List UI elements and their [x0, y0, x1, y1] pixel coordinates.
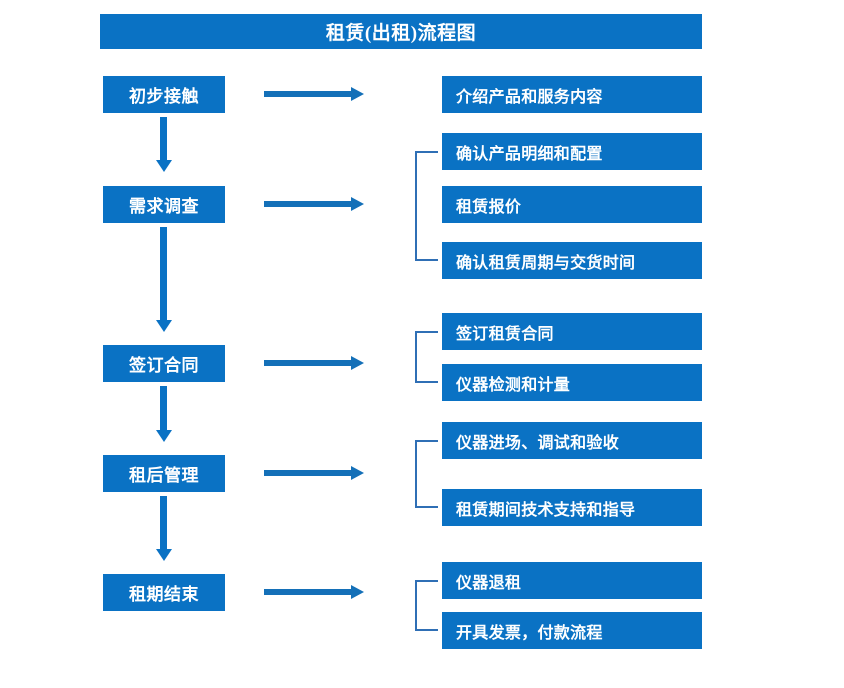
right-arrow-icon-3	[264, 360, 352, 366]
detail-box-10[interactable]: 开具发票，付款流程	[442, 612, 702, 649]
detail-box-3[interactable]: 租赁报价	[442, 186, 702, 223]
down-arrow-icon-4	[160, 496, 167, 550]
stage-box-3[interactable]: 签订合同	[103, 345, 225, 382]
right-arrow-icon-4	[264, 470, 352, 476]
down-arrow-icon-1	[160, 117, 167, 161]
group-bracket-3	[415, 440, 438, 508]
group-bracket-4	[415, 580, 438, 631]
group-bracket-2	[415, 331, 438, 383]
detail-box-1[interactable]: 介绍产品和服务内容	[442, 76, 702, 113]
detail-box-8[interactable]: 租赁期间技术支持和指导	[442, 489, 702, 526]
detail-box-4[interactable]: 确认租赁周期与交货时间	[442, 242, 702, 279]
group-bracket-1	[415, 151, 438, 261]
stage-box-4[interactable]: 租后管理	[103, 455, 225, 492]
chart-title: 租赁(出租)流程图	[100, 14, 702, 49]
detail-box-9[interactable]: 仪器退租	[442, 562, 702, 599]
stage-box-2[interactable]: 需求调查	[103, 186, 225, 223]
right-arrow-icon-5	[264, 589, 352, 595]
down-arrow-icon-3	[160, 386, 167, 431]
detail-box-7[interactable]: 仪器进场、调试和验收	[442, 422, 702, 459]
right-arrow-icon-2	[264, 201, 352, 207]
detail-box-5[interactable]: 签订租赁合同	[442, 313, 702, 350]
down-arrow-icon-2	[160, 227, 167, 321]
right-arrow-icon-1	[264, 91, 352, 97]
detail-box-6[interactable]: 仪器检测和计量	[442, 364, 702, 401]
detail-box-2[interactable]: 确认产品明细和配置	[442, 133, 702, 170]
stage-box-1[interactable]: 初步接触	[103, 76, 225, 113]
stage-box-5[interactable]: 租期结束	[103, 574, 225, 611]
